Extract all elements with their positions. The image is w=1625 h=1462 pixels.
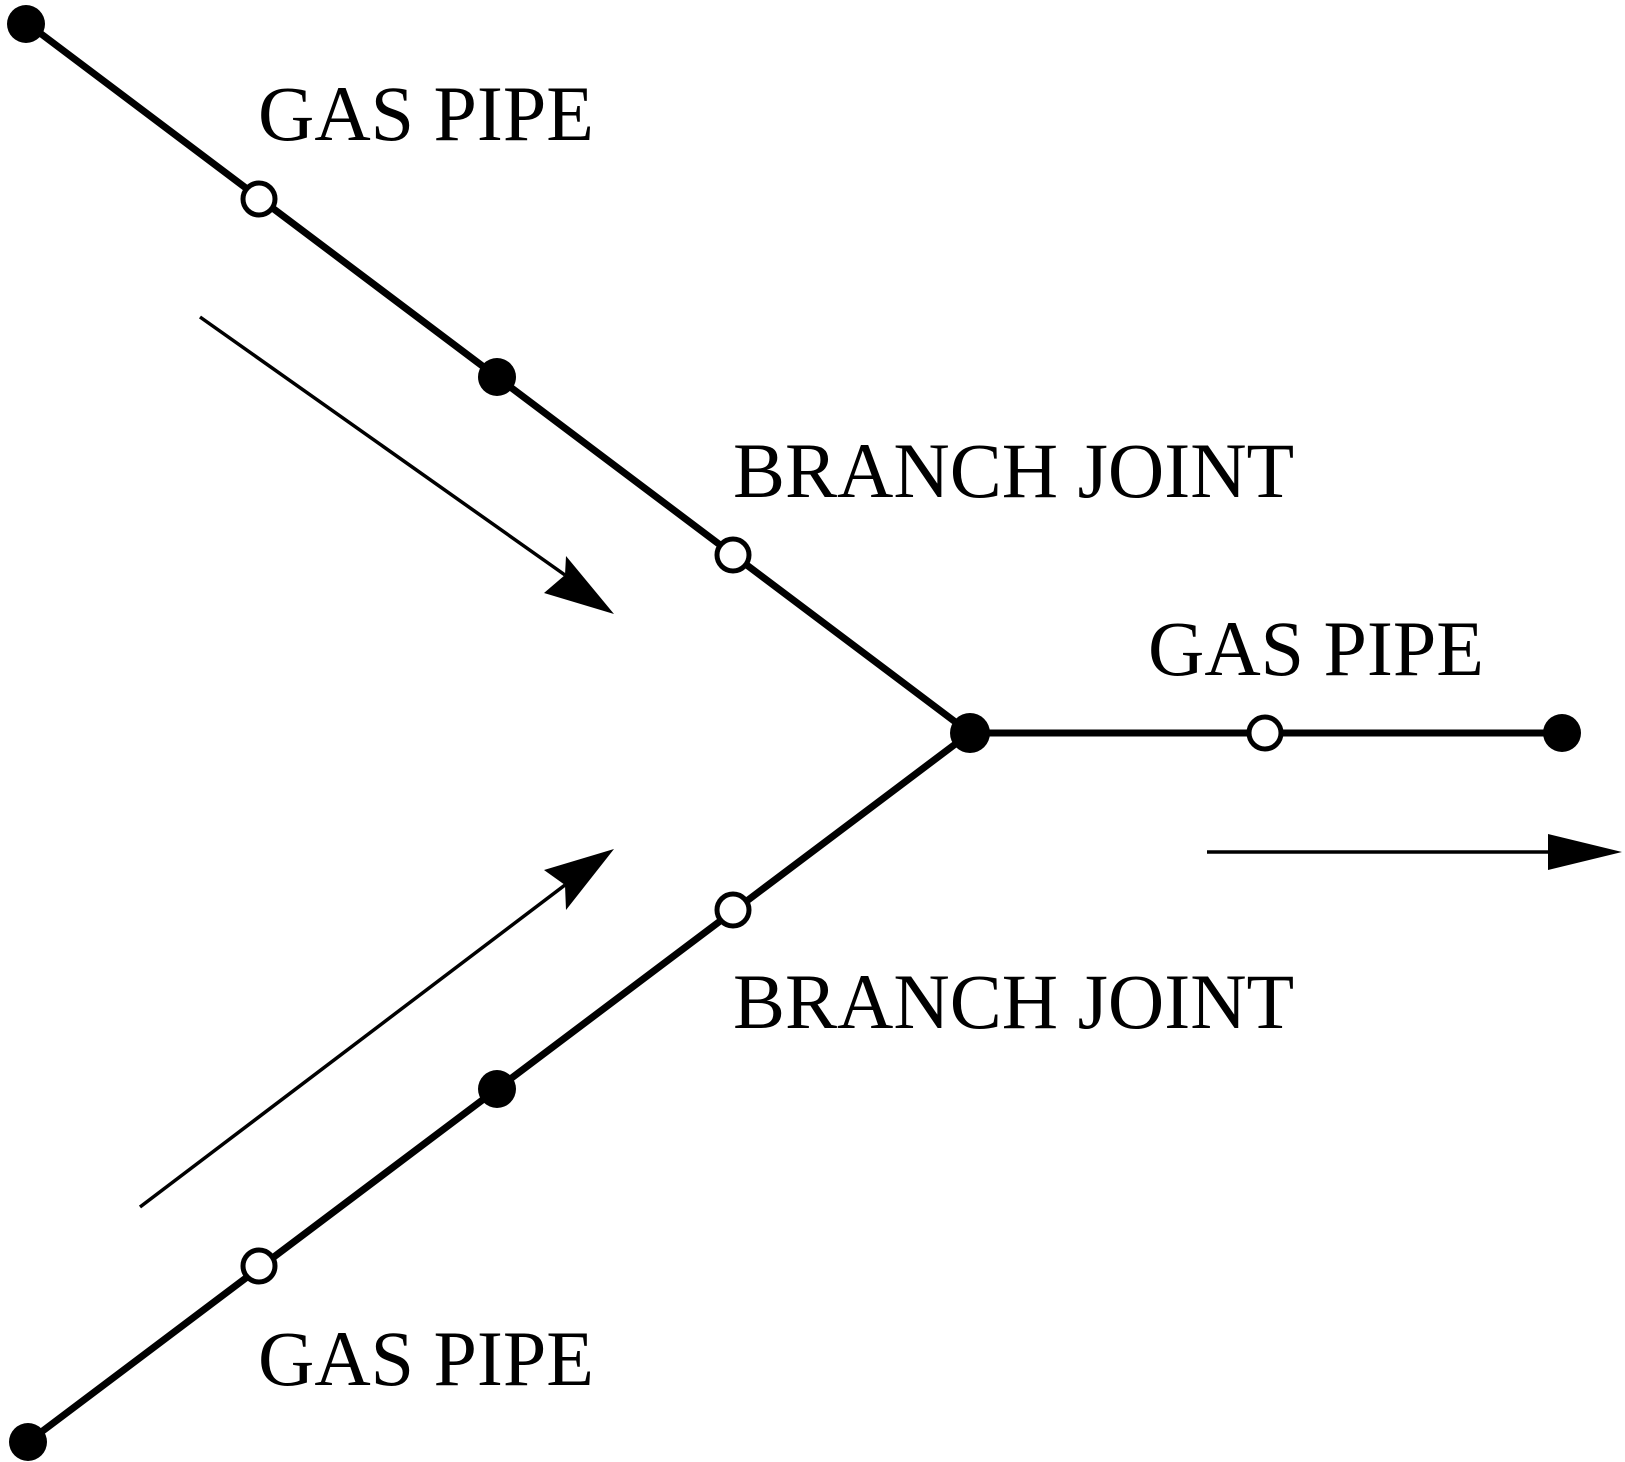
junction-node — [950, 713, 990, 753]
lower-flow-arrow-shaft — [138, 883, 567, 1209]
upper-branch-joint-node — [714, 536, 752, 574]
outlet-flow-arrowhead-icon — [1548, 834, 1622, 870]
lower-mid-node — [478, 1070, 516, 1108]
lower-flow-arrowhead-icon — [544, 849, 614, 910]
outlet-gas-pipe-joint-node — [1246, 714, 1284, 752]
lower-end-node — [9, 1423, 47, 1461]
upper-mid-node — [478, 358, 516, 396]
upper-end-node — [7, 5, 45, 43]
lower-gas-pipe-joint-node — [240, 1247, 278, 1285]
upper-gas-pipe-joint-node — [240, 180, 278, 218]
right-gas-pipe-label: GAS PIPE — [1148, 605, 1484, 692]
upper-gas-pipe-label: GAS PIPE — [258, 70, 594, 157]
lower-branch-joint-label: BRANCH JOINT — [733, 958, 1294, 1045]
lower-gas-pipe-label: GAS PIPE — [258, 1315, 594, 1402]
upper-branch-joint-label: BRANCH JOINT — [733, 427, 1294, 514]
upper-flow-arrowhead-icon — [544, 556, 614, 614]
outlet-end-node — [1543, 714, 1581, 752]
upper-flow-arrow-shaft — [198, 315, 567, 577]
lower-branch-joint-node — [714, 891, 752, 929]
